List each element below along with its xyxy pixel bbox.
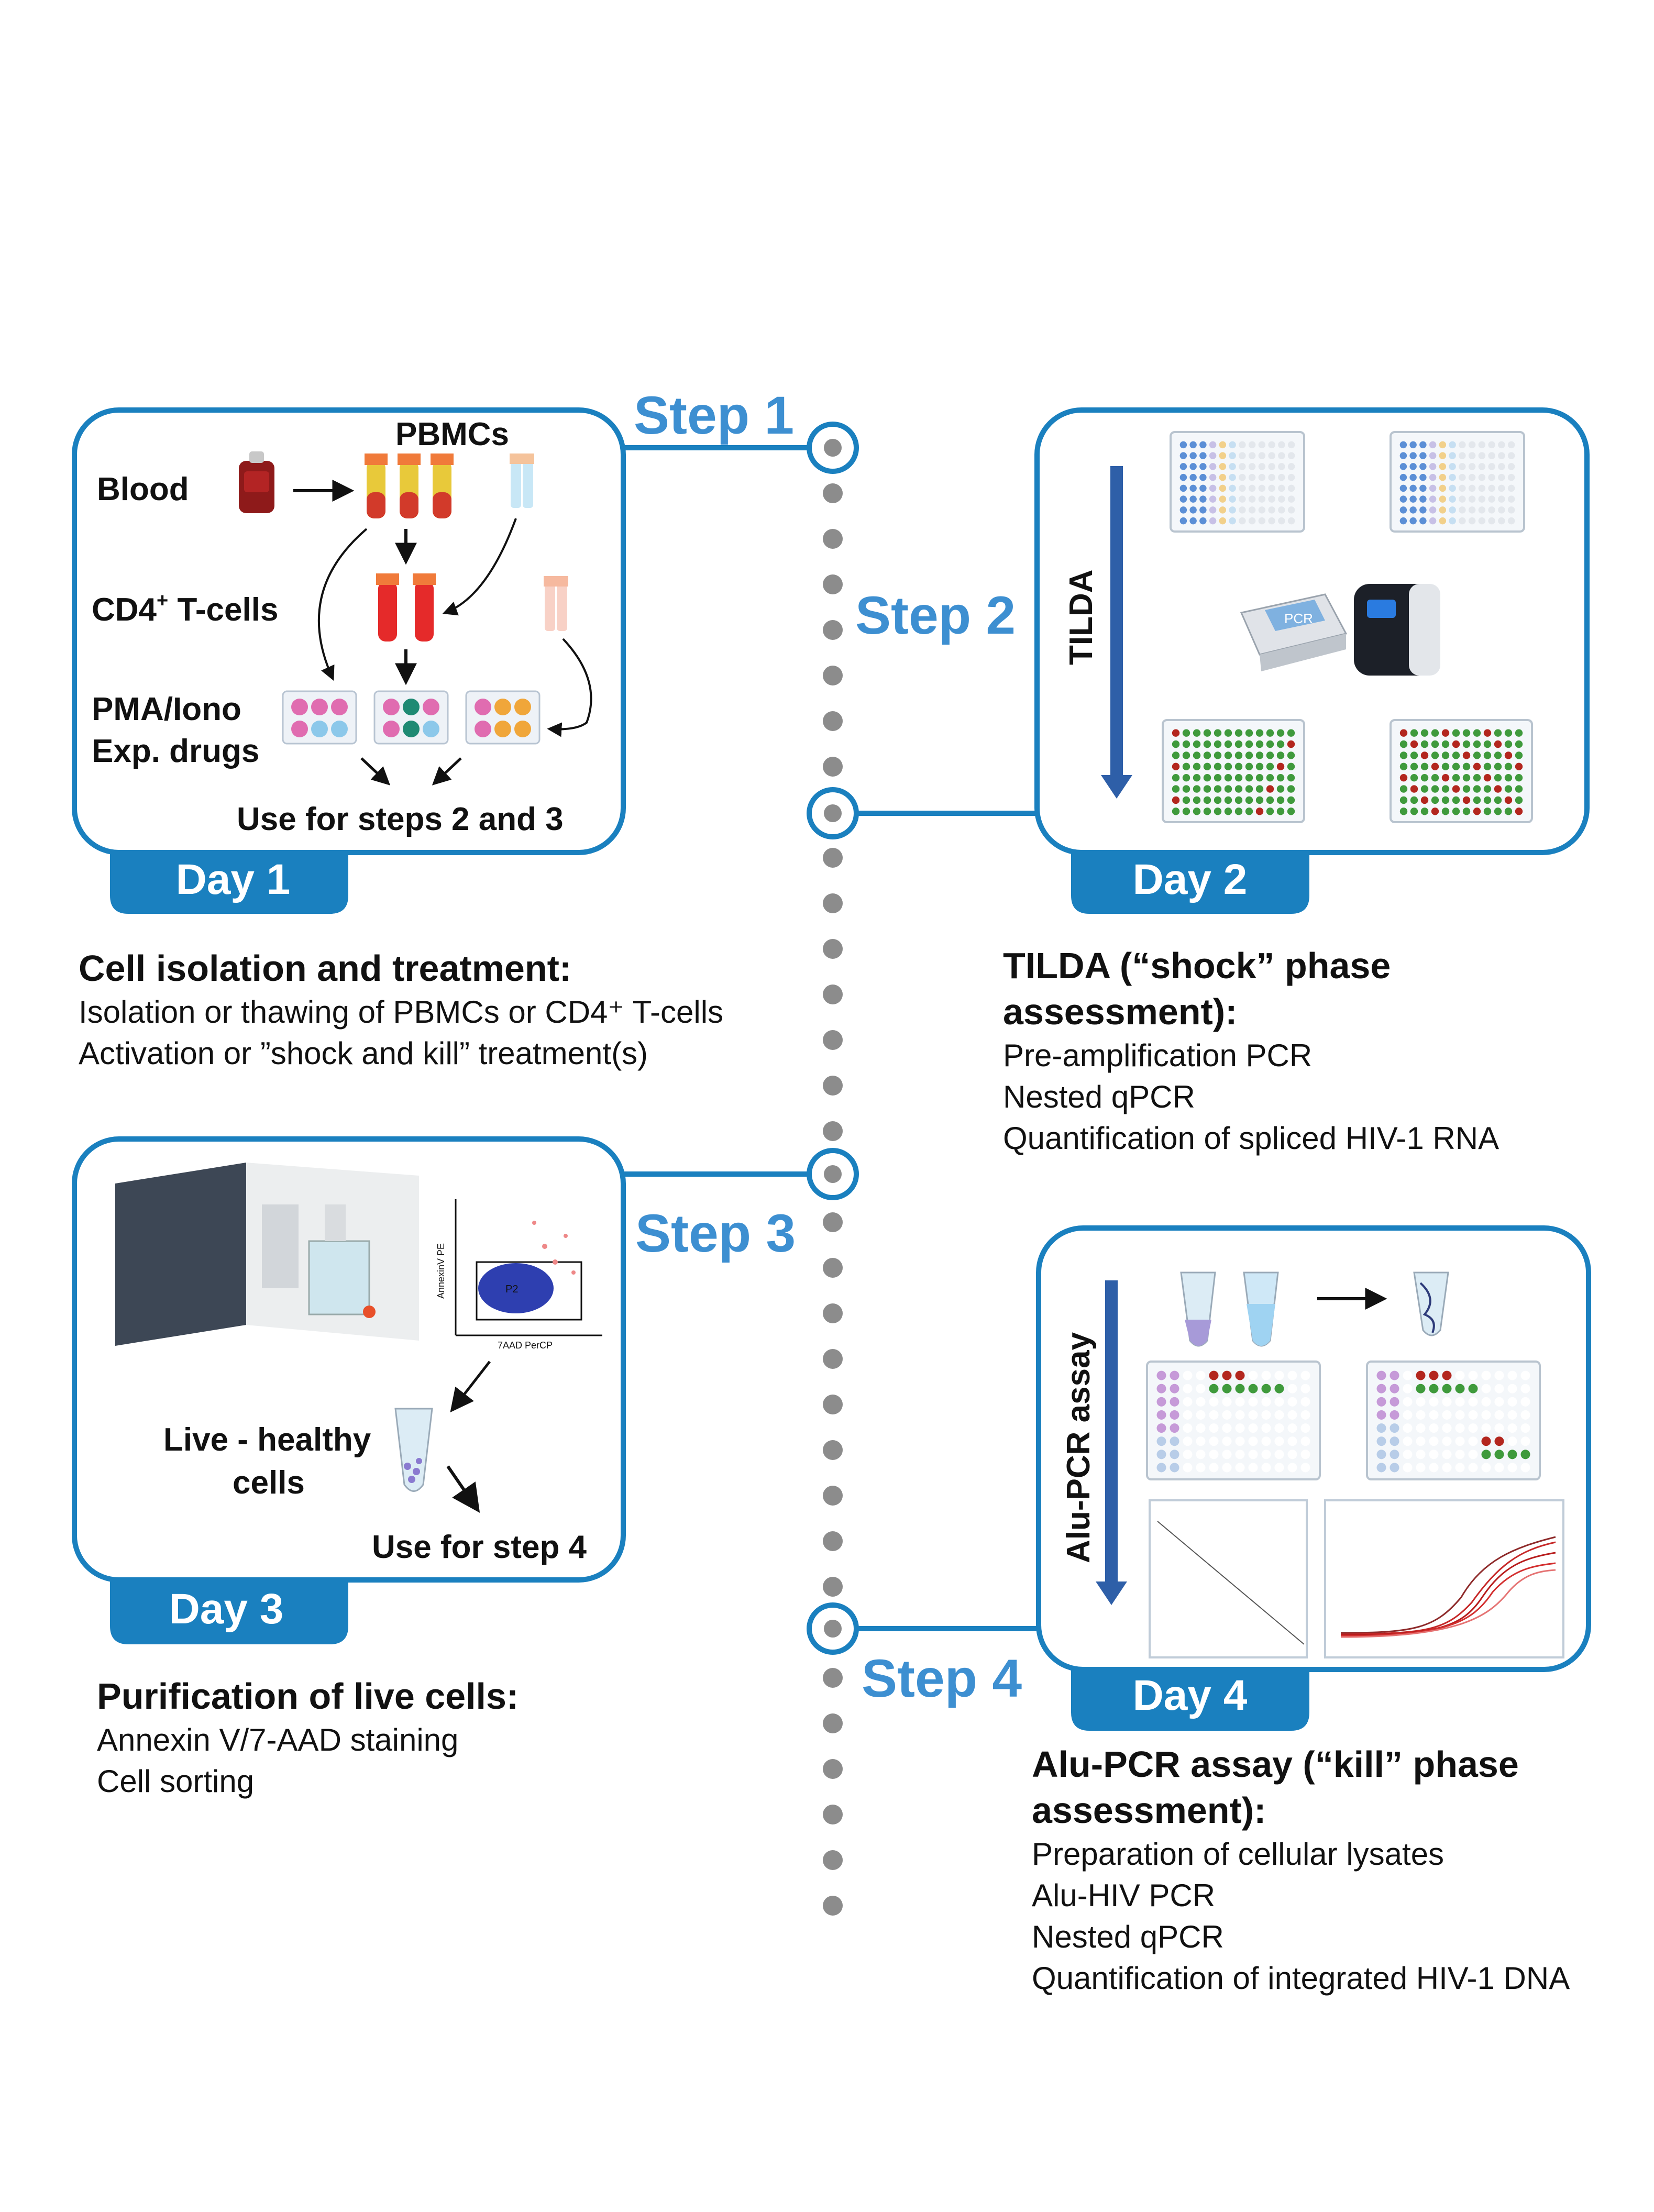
sorted-cells-tube-icon [394,1408,433,1492]
use-steps-2-3-label: Use for steps 2 and 3 [237,801,564,837]
flow-gate-label: P2 [505,1284,518,1295]
live-cells-label-2: cells [233,1465,305,1501]
day3-title: Purification of live cells: [97,1676,519,1717]
frozen-cd4-vials-icon [544,576,568,631]
use-step-4-label: Use for step 4 [372,1529,587,1565]
panel3-content: P2 7AAD PerCP AnnexinV PE Live - healthy… [115,1163,602,1565]
cd4-label: CD4+ T-cells [92,590,278,628]
step4-label: Step 4 [862,1649,1022,1708]
day2-label: Day 2 [1133,856,1248,903]
pbmc-tubes-icon [365,454,454,518]
day1-description: Cell isolation and treatment: Isolation … [79,945,801,1074]
tilda-vertical-label: TILDA [1063,569,1099,665]
treatment-label-2: Exp. drugs [92,733,259,769]
step3-label: Step 3 [635,1203,796,1263]
lysate-tubes-icon [1180,1271,1279,1347]
flow-plot-icon: P2 7AAD PerCP AnnexinV PE [436,1199,602,1351]
day2-title-2: assessment): [1003,991,1238,1032]
live-cells-label-1: Live - healthy [163,1422,371,1458]
qpcr-machine-icon [1354,584,1440,676]
timeline-dots [823,483,843,1916]
blood-bag-icon [239,451,274,513]
panel1-content: PBMCs Blood CD4+ T-cells [92,416,592,837]
day1-title: Cell isolation and treatment: [79,948,572,989]
day1-line: Isolation or thawing of PBMCs or CD4⁺ T-… [79,994,724,1030]
day2-line: Quantification of spliced HIV-1 RNA [1003,1121,1499,1156]
pcr-plates-icon [1162,431,1533,823]
day3-description: Purification of live cells: Annexin V/7-… [97,1673,778,1802]
treatment-label-1: PMA/Iono [92,691,241,727]
flow-y-axis-label: AnnexinV PE [436,1243,446,1299]
day4-line: Quantification of integrated HIV-1 DNA [1032,1961,1570,1996]
day3-line: Cell sorting [97,1764,255,1799]
day4-title-2: assessment): [1032,1790,1266,1831]
alu-vertical-label: Alu-PCR assay [1061,1332,1097,1563]
blood-label: Blood [97,471,189,507]
flow-x-axis-label: 7AAD PerCP [498,1340,553,1351]
step2-label: Step 2 [855,585,1016,645]
culture-plates-icon [282,690,541,745]
step1-label: Step 1 [634,385,794,445]
day3-label: Day 3 [169,1585,284,1633]
day3-line: Annexin V/7-AAD staining [97,1722,459,1757]
panel4-content: Alu-PCR assay [1061,1271,1564,1658]
day4-line: Nested qPCR [1032,1919,1224,1954]
day4-title-1: Alu-PCR assay (“kill” phase [1032,1744,1519,1785]
day1-line: Activation or ”shock and kill” treatment… [79,1036,648,1071]
day2-description: TILDA (“shock” phase assessment): Pre-am… [1003,943,1647,1159]
frozen-vials-icon [510,454,534,508]
day4-line: Alu-HIV PCR [1032,1878,1216,1913]
day2-line: Nested qPCR [1003,1079,1195,1114]
day4-line: Preparation of cellular lysates [1032,1837,1445,1872]
alu-pcr-plates-icon [1146,1361,1541,1480]
day2-line: Pre-amplification PCR [1003,1038,1313,1073]
svg-text:PCR: PCR [1284,611,1313,626]
amplification-curves-icon [1324,1499,1564,1658]
dna-tube-icon [1413,1271,1449,1336]
day2-title-1: TILDA (“shock” phase [1003,945,1391,986]
pbmcs-label: PBMCs [395,416,509,452]
day4-description: Alu-PCR assay (“kill” phase assessment):… [1032,1741,1645,1999]
standard-curve-icon [1149,1499,1308,1658]
cd4-tubes-icon [376,573,436,642]
flow-cytometer-icon [115,1163,419,1346]
day1-label: Day 1 [176,856,291,903]
panel2-content: TILDA PCR [1063,431,1533,823]
day4-label: Day 4 [1133,1672,1248,1719]
pcr-machine-icon: PCR [1240,593,1348,671]
